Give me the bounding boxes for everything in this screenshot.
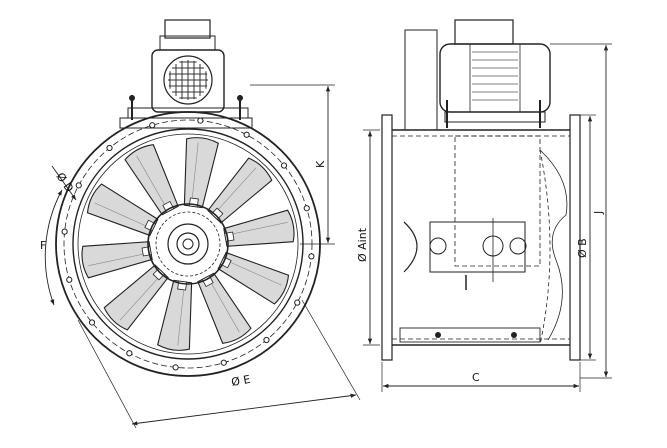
- blade: [207, 157, 273, 224]
- front-motor: [119, 19, 253, 129]
- bolt: [126, 350, 133, 357]
- bolt: [308, 253, 315, 260]
- bolt: [197, 117, 204, 124]
- bolt: [106, 144, 113, 152]
- label-b: Ø B: [576, 238, 589, 258]
- label-f: F: [40, 239, 46, 252]
- blade: [183, 137, 219, 209]
- bolt: [61, 228, 68, 235]
- bolt: [220, 359, 227, 366]
- bolt: [294, 299, 301, 306]
- dim-d-leader: [51, 165, 77, 201]
- label-c: C: [472, 371, 480, 384]
- bolt: [280, 162, 288, 169]
- flange-bolts: [61, 117, 315, 371]
- motor-cooling-fins: [472, 51, 518, 101]
- bolt: [149, 122, 156, 129]
- label-k: K: [314, 160, 327, 168]
- side-motor: [404, 19, 551, 131]
- label-aint: Ø Aint: [356, 227, 369, 262]
- blade: [86, 183, 159, 237]
- dim-e-line: [131, 393, 357, 426]
- hub-side: [429, 221, 526, 273]
- label-j: J: [592, 211, 605, 215]
- front-view: F Ø D Ø E K: [40, 19, 361, 429]
- bolt: [172, 364, 179, 371]
- blade: [124, 144, 179, 216]
- bolt: [66, 276, 73, 283]
- dim-e-ext-1: [77, 319, 137, 429]
- bolt: [88, 319, 96, 326]
- side-view: Ø Aint Ø B J C: [356, 19, 612, 392]
- right-flange: [569, 114, 581, 361]
- label-e: Ø E: [230, 373, 251, 389]
- blade: [103, 264, 169, 331]
- bolt: [75, 182, 82, 189]
- blade: [217, 251, 290, 305]
- bolt: [243, 131, 250, 138]
- bottom-rib: [399, 327, 541, 343]
- label-d: Ø D: [54, 170, 76, 194]
- bolt: [263, 336, 270, 344]
- blade: [197, 272, 252, 344]
- inner-casing-line: [77, 133, 299, 355]
- dim-e-ext-2: [301, 299, 361, 401]
- blade-outline-right: [539, 149, 568, 341]
- motor-grille: [168, 60, 208, 100]
- impeller-blades: [81, 137, 295, 351]
- blade: [223, 209, 295, 247]
- blade: [81, 241, 153, 279]
- blade-tip-hidden: [539, 149, 551, 346]
- impeller-hub: [147, 203, 229, 285]
- bolt: [303, 205, 310, 212]
- blade-side-left: [403, 221, 418, 273]
- blade: [157, 279, 193, 351]
- motor-support-hidden: [454, 135, 541, 267]
- dim-f-arc: [44, 189, 63, 306]
- left-flange: [381, 114, 393, 361]
